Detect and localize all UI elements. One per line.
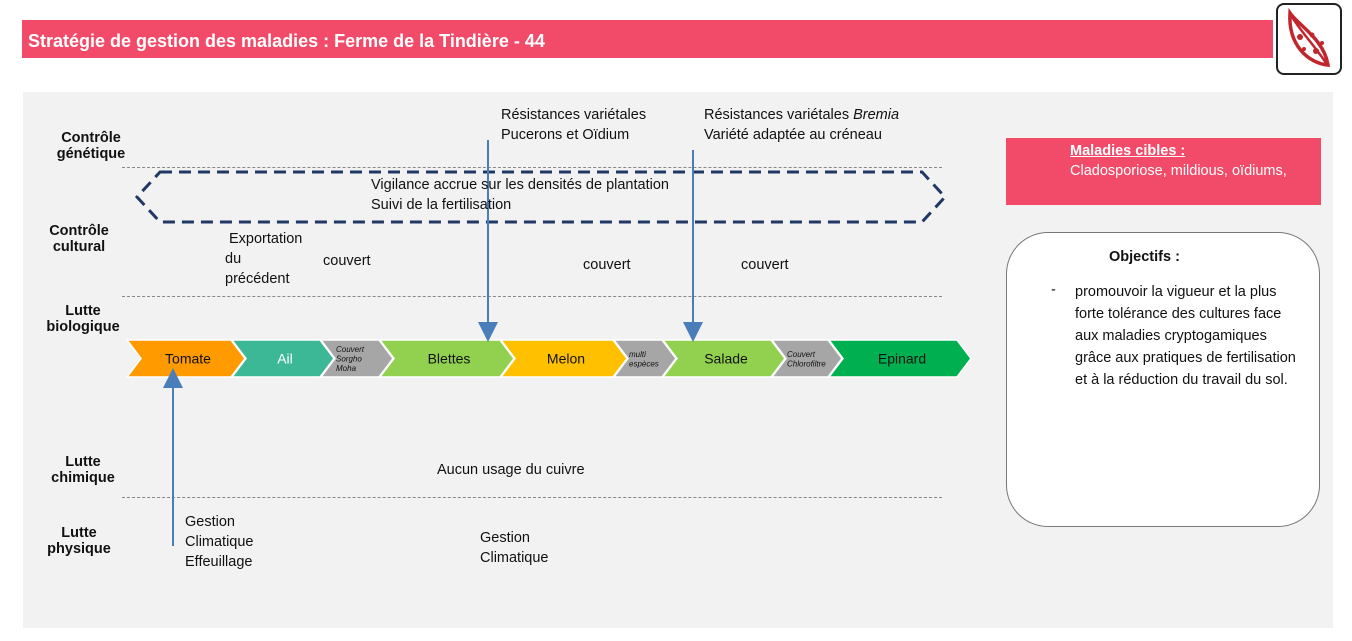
page-title: Stratégie de gestion des maladies : Ferm…	[28, 31, 545, 51]
separator-cultural	[122, 296, 942, 297]
objectives-title: Objectifs :	[1109, 249, 1180, 265]
exportation-text-2: du	[225, 251, 242, 267]
couvert-label-2: couvert	[583, 257, 631, 273]
target-diseases-text: Cladosporiose, mildious, oïdiums,	[1070, 163, 1287, 179]
rotation-label-2: Ail	[277, 351, 293, 367]
couvert-label-3: couvert	[741, 257, 789, 273]
leaf-disease-icon	[1276, 3, 1342, 75]
objectives-bullet: -	[1051, 282, 1056, 298]
objectives-text: promouvoir la vigueur et la plus forte t…	[1075, 284, 1296, 388]
rotation-label-9: Epinard	[878, 351, 926, 367]
separator-chemical	[122, 497, 942, 498]
exportation-text-1: Exportation	[229, 231, 303, 247]
title-bar: Stratégie de gestion des maladies : Ferm…	[22, 20, 1273, 58]
rotation-label-3-line-2: Sorgho	[336, 355, 362, 364]
genetic-resistance-left: Résistances variétales Pucerons et Oïdiu…	[501, 107, 647, 143]
genetic-resistance-right: Résistances variétales Bremia Variété ad…	[704, 107, 900, 143]
physical-middle-text: Gestion Climatique	[480, 530, 549, 566]
rotation-chevron-1	[125, 339, 246, 378]
rotation-chevron-4	[378, 339, 515, 378]
rotation-label-1: Tomate	[165, 351, 211, 367]
exportation-text-3: précédent	[225, 271, 290, 287]
objectives-box: Objectifs : - promouvoir la vigueur et l…	[1006, 232, 1320, 527]
chemical-text: Aucun usage du cuivre	[437, 462, 585, 478]
cultural-hexagon	[134, 170, 948, 224]
rotation-label-3-line-3: Moha	[336, 364, 357, 373]
rotation-label-6-line-1: multi	[629, 350, 646, 359]
rotation-label-3-line-1: Couvert	[336, 345, 365, 354]
rotation-label-6-line-2: espèces	[629, 359, 659, 368]
rotation-chevron-3	[319, 339, 394, 378]
rotation-label-8-line-1: Couvert	[787, 350, 816, 359]
rotation-label-4: Blettes	[428, 351, 471, 367]
rotation-chevron-6	[612, 339, 677, 378]
rotation-label-5: Melon	[547, 351, 585, 367]
rotation-chevron-8	[770, 339, 843, 378]
target-diseases-title: Maladies cibles :	[1070, 143, 1186, 159]
rotation-chevron-2	[230, 339, 335, 378]
couvert-label-1: couvert	[323, 253, 371, 269]
rotation-label-8-line-2: Chlorofiltre	[787, 359, 826, 368]
target-diseases-box: Maladies cibles : Cladosporiose, mildiou…	[1006, 138, 1321, 205]
hexagon-text: Vigilance accrue sur les densités de pla…	[371, 177, 669, 213]
rotation-chevron-5	[499, 339, 628, 378]
rotation-label-7: Salade	[704, 351, 748, 367]
rotation-chevron-9	[827, 339, 972, 378]
rotation-chevron-7	[661, 339, 786, 378]
separator-genetic	[122, 167, 942, 168]
physical-left-text: Gestion Climatique Effeuillage	[185, 514, 254, 570]
